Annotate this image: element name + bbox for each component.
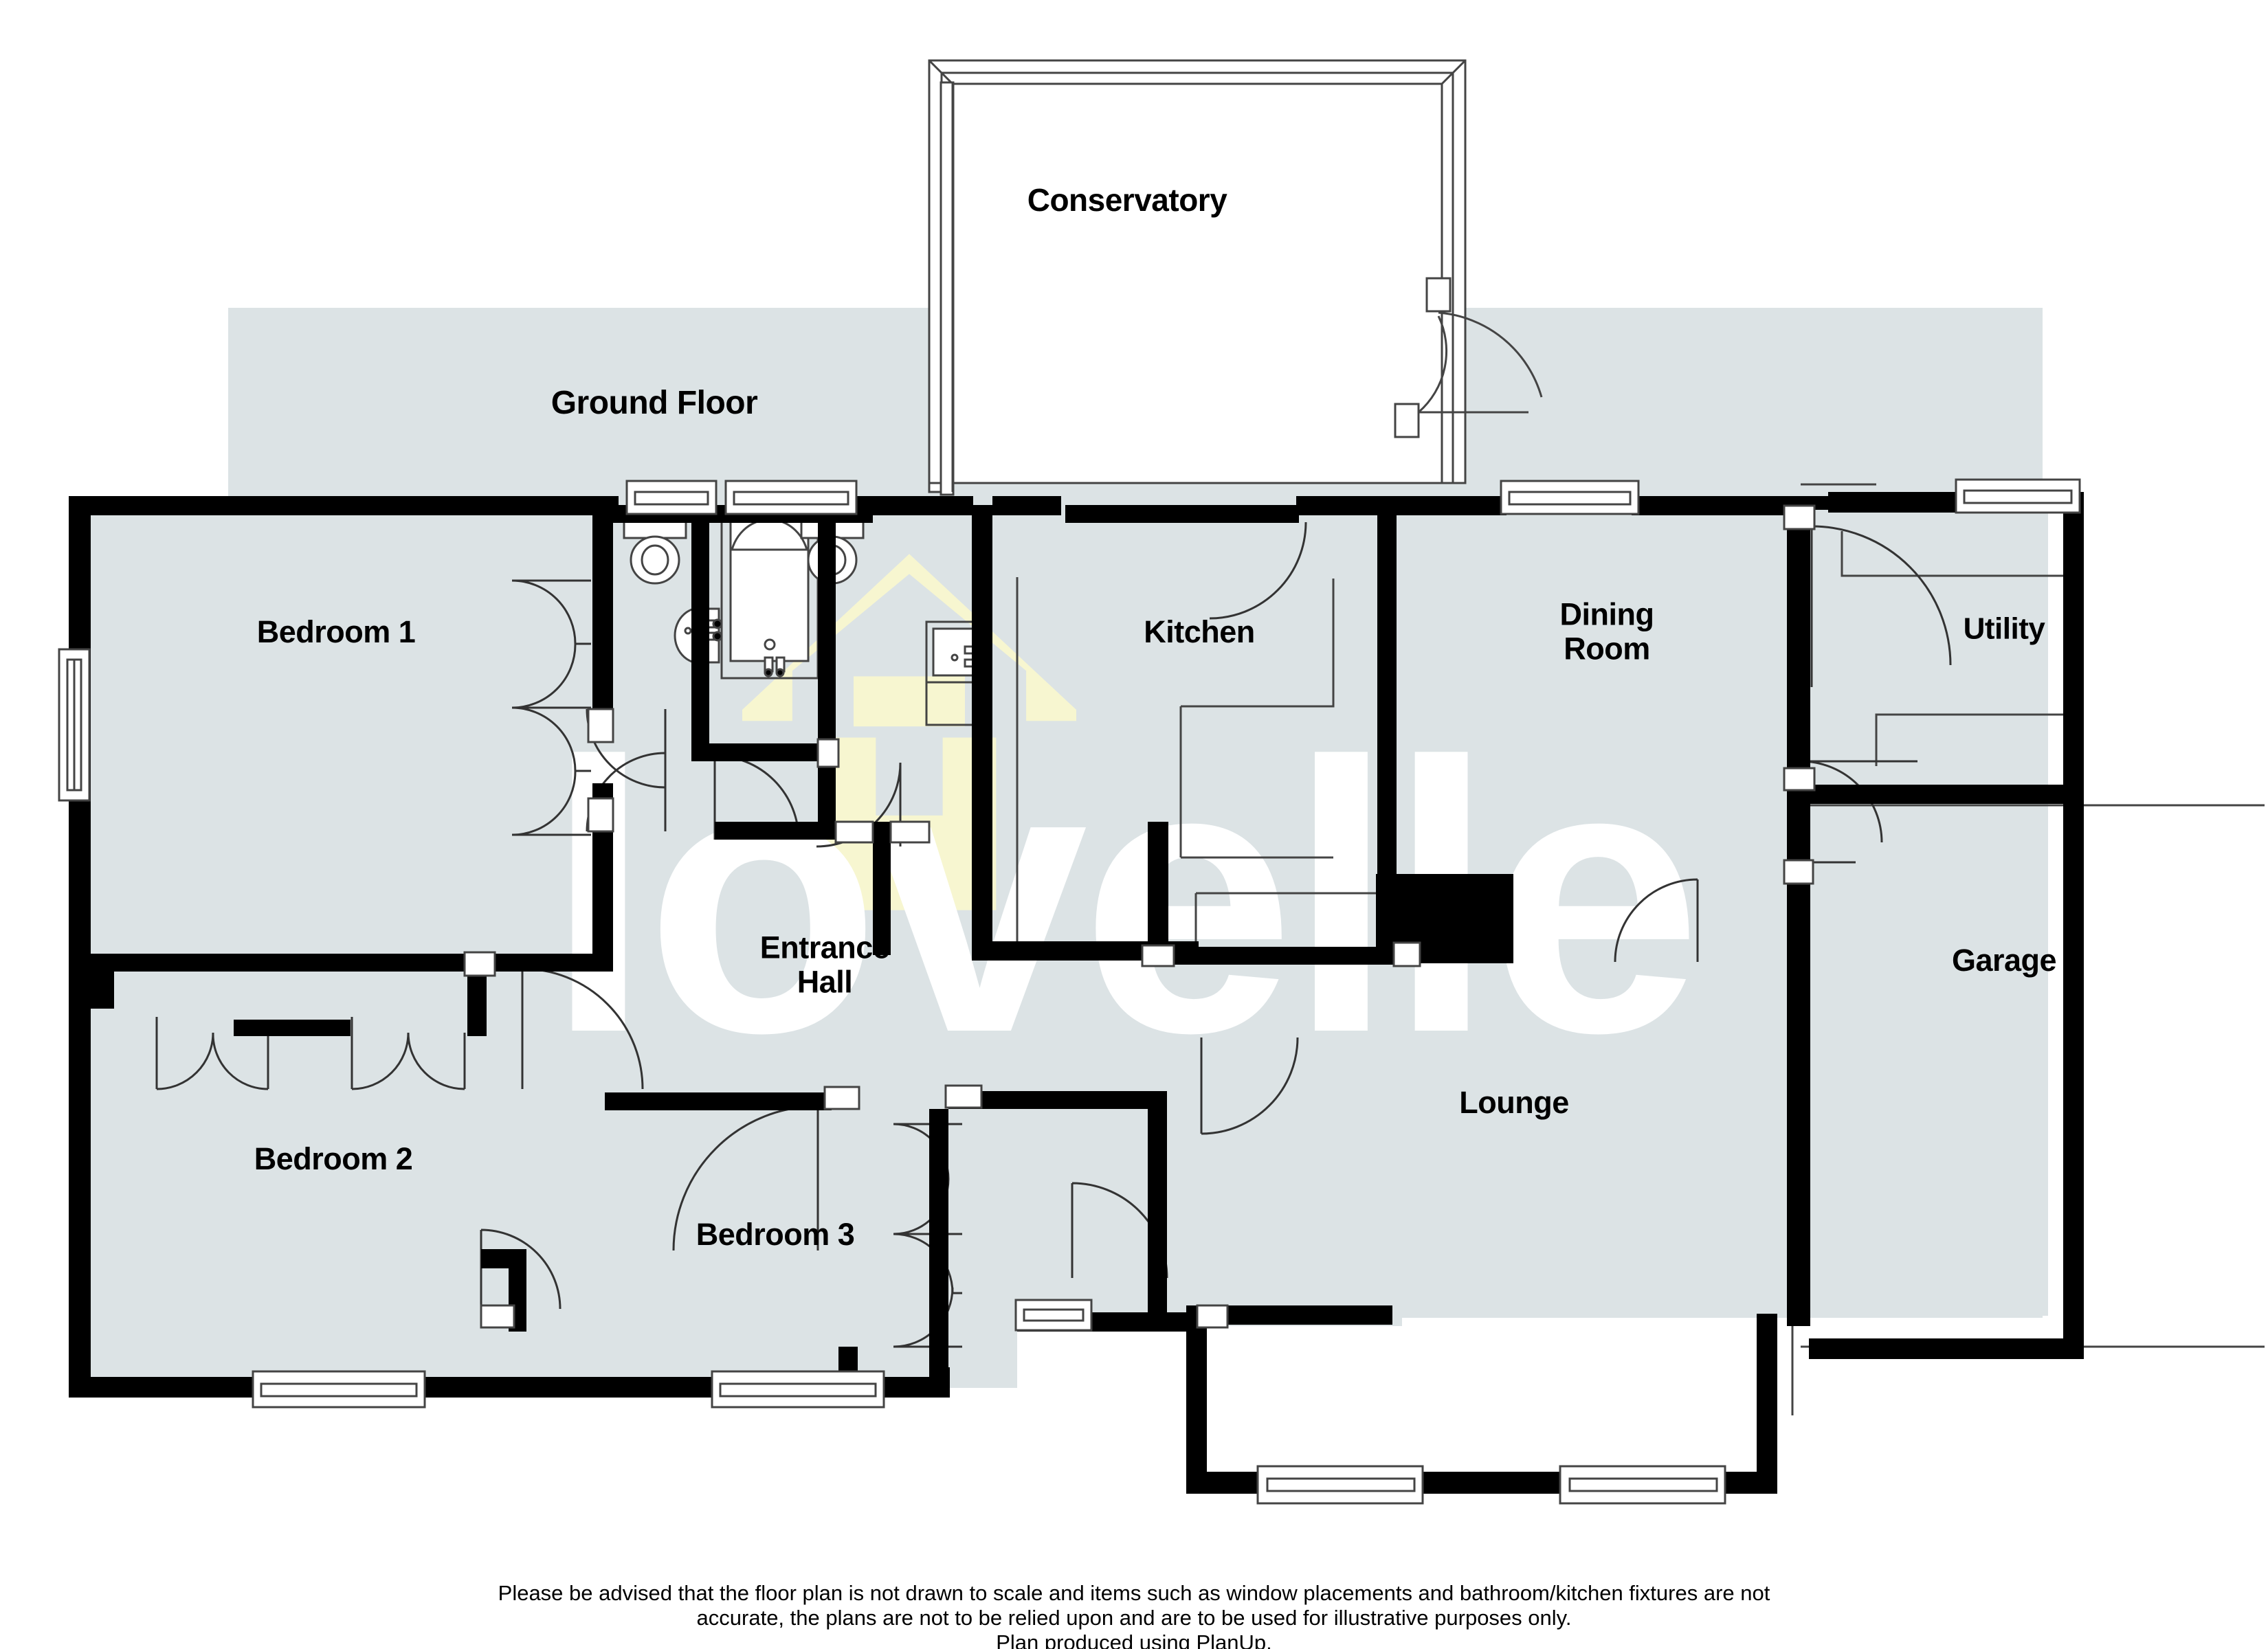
wall-kitchen-west bbox=[972, 505, 992, 958]
wall-dining-east bbox=[1787, 496, 1810, 785]
room-label-lounge: Lounge bbox=[1459, 1084, 1569, 1120]
wall-hall-east bbox=[1148, 1091, 1167, 1318]
wall-bedroom3-north-b bbox=[605, 1092, 832, 1110]
disclaimer-line-2: accurate, the plans are not to be relied… bbox=[696, 1606, 1572, 1630]
page-title: Ground Floor bbox=[551, 385, 758, 422]
wall-utility-north-a bbox=[1828, 492, 1966, 513]
wall-hall-kitchen-south bbox=[1168, 947, 1402, 965]
wall-bedroom3-se bbox=[929, 1367, 950, 1398]
wall-nub-b2-c bbox=[234, 1020, 351, 1036]
wall-bedroom3-east bbox=[929, 1109, 948, 1388]
wall-bedroom1-bedroom2 bbox=[91, 954, 613, 972]
wall-west-outer bbox=[69, 496, 91, 1396]
wall-bedroom1-east-upper bbox=[592, 496, 613, 723]
dining-door-to-conservatory bbox=[1394, 315, 1528, 438]
wall-dining-north-a bbox=[1397, 496, 1507, 515]
disclaimer-line-3: Plan produced using PlanUp. bbox=[996, 1630, 1272, 1649]
wall-north-kitchen-c bbox=[1296, 496, 1379, 515]
wall-hall-kitchen-partition bbox=[873, 824, 891, 955]
wall-dining-west-upper bbox=[1377, 496, 1397, 936]
conservatory-structure bbox=[928, 59, 1467, 484]
window-bathroom-north bbox=[724, 480, 858, 515]
room-label-conservatory: Conservatory bbox=[1027, 182, 1227, 218]
misc-thin-lines bbox=[1194, 892, 1402, 948]
window-bedroom1-west bbox=[58, 648, 91, 802]
room-label-utility: Utility bbox=[1963, 612, 2045, 646]
kitchen-worktops bbox=[1016, 577, 1335, 948]
bathtub bbox=[720, 511, 819, 680]
wall-east-outer bbox=[2063, 492, 2084, 1358]
wall-nub-b2-d bbox=[481, 1249, 509, 1268]
window-wc-north bbox=[625, 480, 718, 515]
wall-north-bedroom1 bbox=[69, 496, 619, 515]
window-bedroom2-south bbox=[252, 1370, 426, 1409]
wall-nub-b2-b bbox=[467, 974, 487, 1036]
wall-lounge-west bbox=[1186, 1314, 1207, 1492]
window-lounge-south-right bbox=[1559, 1465, 1726, 1505]
wall-wc-bath-divider bbox=[691, 505, 709, 677]
wall-bath-east bbox=[818, 505, 836, 763]
wall-north-kitchen-a bbox=[992, 496, 1061, 515]
window-utility-north bbox=[1955, 478, 2081, 514]
room-label-bedroom3: Bedroom 3 bbox=[696, 1216, 855, 1252]
room-label-garage: Garage bbox=[1951, 942, 2057, 978]
wall-nub-b2-a bbox=[91, 954, 114, 1009]
window-hall-entrance bbox=[1014, 1299, 1093, 1332]
room-label-kitchen: Kitchen bbox=[1144, 614, 1255, 649]
disclaimer-line-1: Please be advised that the floor plan is… bbox=[498, 1581, 1770, 1605]
windows bbox=[58, 478, 2081, 1505]
room-label-bedroom1: Bedroom 1 bbox=[256, 614, 416, 649]
wall-lounge-east-lower bbox=[1757, 1314, 1777, 1494]
room-label-bedroom2: Bedroom 2 bbox=[254, 1141, 413, 1176]
window-lounge-south-left bbox=[1256, 1465, 1424, 1505]
wall-wc-bath-divider-b bbox=[691, 677, 709, 752]
door-openings bbox=[463, 504, 1816, 1329]
wall-hall-east-upper bbox=[1148, 822, 1168, 966]
room-label-entrance-hall: Entrance Hall bbox=[759, 930, 890, 1000]
wall-dining-north-b bbox=[1632, 496, 1810, 515]
conservatory-link-walls bbox=[928, 81, 955, 496]
window-bedroom3-south bbox=[711, 1370, 885, 1409]
wall-bath-south bbox=[691, 743, 836, 761]
wall-north-kitchen-b bbox=[1065, 505, 1299, 523]
room-label-dining-room: Dining Room bbox=[1559, 596, 1654, 666]
wall-utility-garage-divider bbox=[1810, 785, 2065, 804]
conservatory-door bbox=[1425, 277, 1543, 398]
window-dining-north bbox=[1500, 480, 1640, 515]
wall-garage-south bbox=[1809, 1338, 2084, 1359]
wall-north-mid bbox=[836, 496, 973, 515]
